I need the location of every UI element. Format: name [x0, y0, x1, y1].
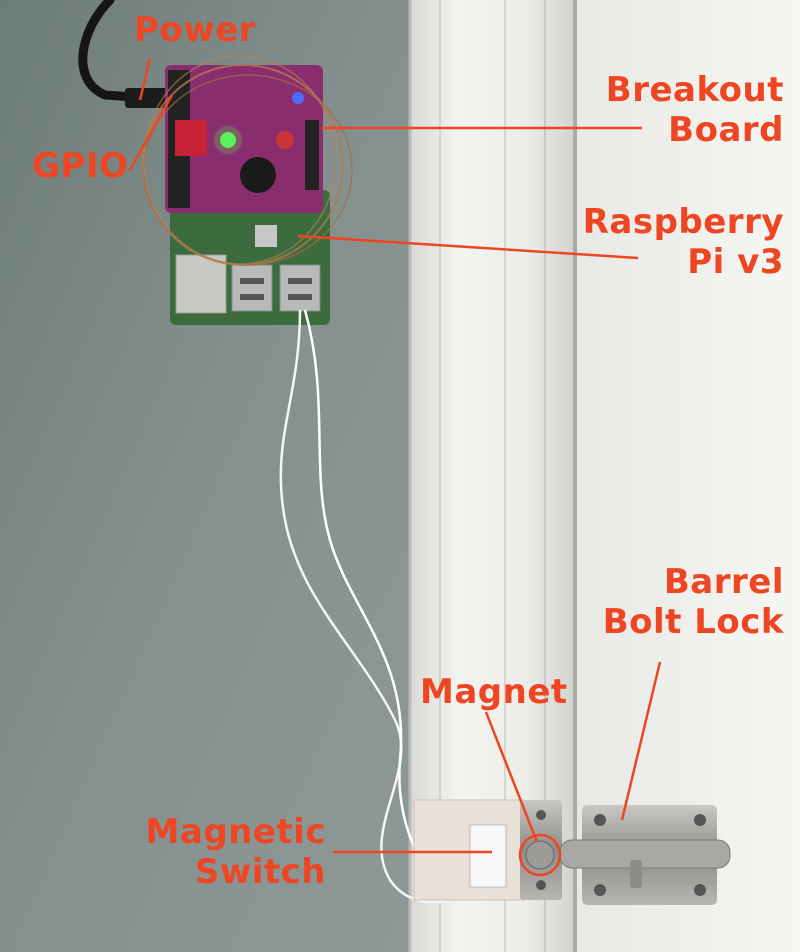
- ethernet-port: [175, 254, 227, 314]
- gpio-label: GPIO: [32, 146, 129, 186]
- usb-port: [279, 264, 321, 312]
- magnet: [525, 840, 555, 870]
- magnetic-switch-housing: [413, 799, 525, 901]
- power-cable: [78, 0, 180, 105]
- breakout-board-label-line1: Breakout: [605, 70, 784, 110]
- barrel-bolt-lock-label: Barrel Bolt Lock: [603, 562, 784, 642]
- sensor-wire: [303, 309, 461, 897]
- magnetic-switch-label-line1: Magnetic: [145, 812, 326, 852]
- power-label: Power: [134, 10, 257, 50]
- barrel-bolt-lock-label-line1: Barrel: [663, 562, 784, 602]
- buzzer: [240, 157, 276, 193]
- callout-line-barrel: [620, 661, 662, 821]
- breakout-board-label-line2: Board: [668, 110, 784, 150]
- breakout-board: [165, 65, 323, 213]
- magnetic-switch-label-line2: Switch: [194, 852, 326, 892]
- magnet-callout-circle: [518, 833, 562, 877]
- raspberry-pi-label-line2: Pi v3: [687, 242, 784, 282]
- sensor-wire: [279, 309, 471, 904]
- blue-led: [292, 92, 304, 104]
- callout-line-magnet: [484, 711, 539, 843]
- magnetic-switch: [469, 824, 507, 888]
- door: [575, 0, 800, 952]
- callout-line-gpio: [128, 94, 174, 171]
- door-trim: [410, 0, 575, 952]
- raspberry-pi-label: Raspberry Pi v3: [583, 202, 784, 282]
- callout-line-raspberry: [297, 234, 639, 260]
- magnet-label: Magnet: [420, 672, 568, 712]
- callout-line-power: [138, 57, 152, 101]
- barrel-bolt-lock-label-line2: Bolt Lock: [602, 602, 784, 642]
- usb-port: [231, 264, 273, 312]
- green-led: [220, 132, 236, 148]
- breakout-board-label: Breakout Board: [606, 70, 784, 150]
- raspberry-pi-label-line1: Raspberry: [582, 202, 784, 242]
- magnetic-switch-label: Magnetic Switch: [146, 812, 326, 892]
